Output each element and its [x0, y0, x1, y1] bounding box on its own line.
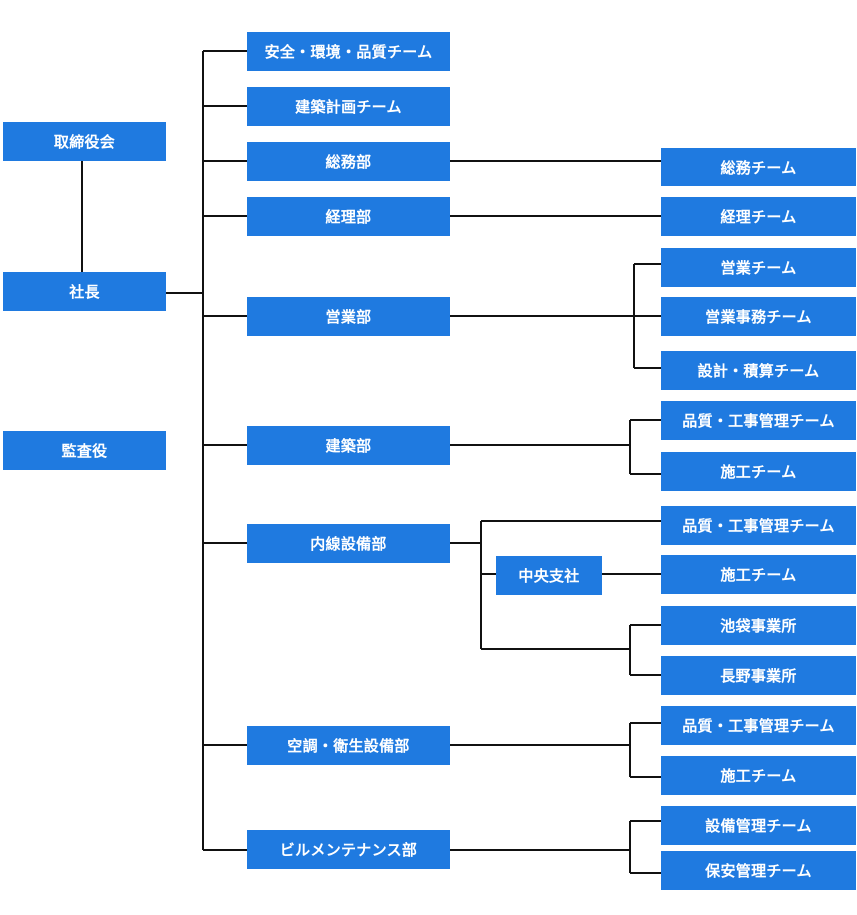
office-ikebukuro: 池袋事業所 — [661, 606, 856, 645]
office-nagano: 長野事業所 — [661, 656, 856, 695]
team-arch-quality: 品質・工事管理チーム — [661, 401, 856, 440]
team-general-affairs: 総務チーム — [661, 148, 856, 186]
team-security-mgmt: 保安管理チーム — [661, 851, 856, 890]
dept-general-affairs: 総務部 — [247, 142, 450, 181]
team-hvac-quality: 品質・工事管理チーム — [661, 706, 856, 745]
dept-construction-planning-team: 建築計画チーム — [247, 87, 450, 126]
branch-central: 中央支社 — [496, 556, 602, 595]
president-box: 社長 — [3, 272, 166, 311]
team-sales-office: 営業事務チーム — [661, 297, 856, 336]
team-design-estimate: 設計・積算チーム — [661, 351, 856, 390]
board-box: 取締役会 — [3, 122, 166, 161]
auditor-box: 監査役 — [3, 431, 166, 470]
dept-safety-quality-team: 安全・環境・品質チーム — [247, 32, 450, 71]
dept-building-maintenance: ビルメンテナンス部 — [247, 830, 450, 869]
team-hvac-construction: 施工チーム — [661, 756, 856, 795]
team-facility-mgmt: 設備管理チーム — [661, 806, 856, 845]
dept-accounting: 経理部 — [247, 197, 450, 236]
dept-interior-wiring: 内線設備部 — [247, 524, 450, 563]
team-wiring-construction: 施工チーム — [661, 555, 856, 594]
dept-sales: 営業部 — [247, 297, 450, 336]
team-arch-construction: 施工チーム — [661, 452, 856, 491]
dept-architecture: 建築部 — [247, 426, 450, 465]
team-accounting: 経理チーム — [661, 197, 856, 236]
dept-hvac-sanitary: 空調・衛生設備部 — [247, 726, 450, 765]
team-sales: 営業チーム — [661, 248, 856, 287]
team-wiring-quality: 品質・工事管理チーム — [661, 506, 856, 545]
